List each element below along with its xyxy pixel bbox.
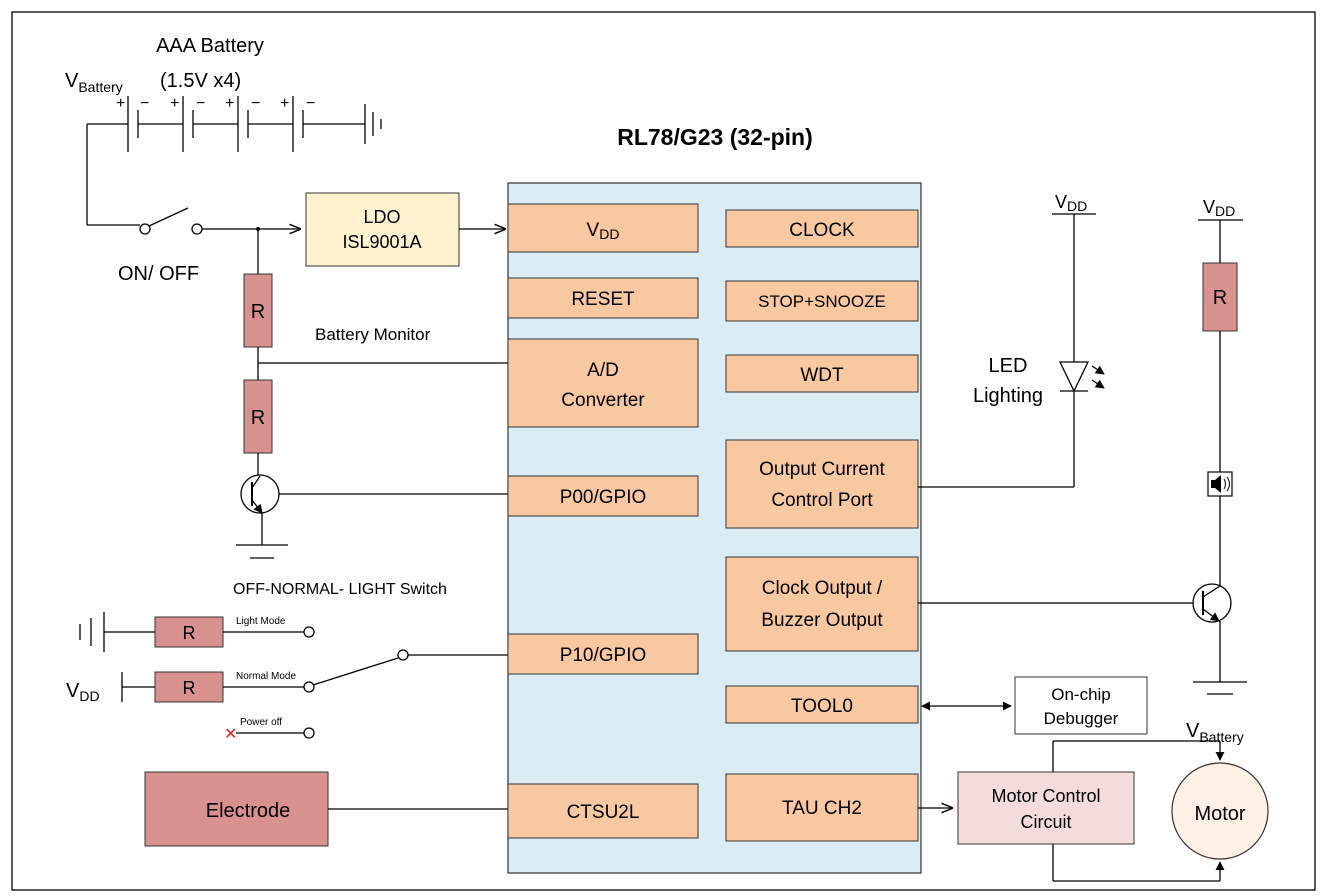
- block-output-current-control: [725, 439, 919, 529]
- block-reset: [507, 277, 699, 319]
- resistor-label: R: [251, 407, 265, 429]
- block-clock: [725, 209, 919, 248]
- block-ctsu-label: CTSU2L: [567, 802, 640, 823]
- block-vdd: [507, 203, 699, 253]
- battery-monitor-label: Battery Monitor: [315, 325, 431, 344]
- block-clock-buzzer-output: [725, 556, 919, 652]
- cell-minus: −: [251, 95, 260, 112]
- block-buzzer-label-1: Clock Output /: [762, 578, 883, 599]
- buzzer-vdd-label: VDD: [1203, 197, 1235, 219]
- ldo-label: LDO: [363, 207, 400, 227]
- led-vdd-label: VDD: [1055, 192, 1087, 214]
- mcu-chip: VDD RESET A/D Converter P00/GPIO P10/GPI…: [507, 182, 922, 874]
- block-p00-label: P00/GPIO: [560, 487, 647, 508]
- resistor-label: R: [251, 301, 265, 323]
- battery-pack: AAA Battery VBattery (1.5V x4): [65, 35, 382, 226]
- switch-label: ON/ OFF: [118, 263, 199, 285]
- block-stop-snooze: [725, 280, 919, 322]
- block-ad-converter: [507, 338, 699, 428]
- block-vdd-label: VDD: [587, 220, 620, 242]
- block-tau-ch2: [725, 773, 919, 842]
- electrode: Electrode: [144, 771, 508, 847]
- led-label-1: LED: [989, 355, 1028, 377]
- led-label-2: Lighting: [973, 385, 1043, 407]
- cell-minus: −: [140, 95, 149, 112]
- block-occ-label-2: Control Port: [771, 490, 873, 511]
- power-off-x-mark: ✕: [224, 726, 237, 743]
- block-buzzer-label-2: Buzzer Output: [761, 610, 883, 631]
- cell-plus: +: [116, 95, 125, 112]
- block-stop-label: STOP+SNOOZE: [758, 292, 886, 311]
- mode-switch-title: OFF-NORMAL- LIGHT Switch: [233, 581, 447, 598]
- normal-mode-label: Normal Mode: [236, 671, 296, 682]
- motor-control-label-2: Circuit: [1020, 812, 1071, 832]
- motor-control-circuit: [957, 771, 1135, 845]
- debugger-label-1: On-chip: [1051, 685, 1111, 704]
- debugger-label-2: Debugger: [1044, 709, 1119, 728]
- motor-label: Motor: [1194, 803, 1245, 825]
- block-ad-label-2: Converter: [561, 390, 645, 411]
- block-tau-label: TAU CH2: [782, 798, 862, 819]
- resistor-label: R: [183, 623, 196, 643]
- mode-switch: OFF-NORMAL- LIGHT Switch R Light Mode VD…: [66, 581, 508, 743]
- vdd-label: VDD: [66, 680, 100, 704]
- block-ad-label-1: A/D: [587, 360, 619, 381]
- cell-plus: +: [280, 95, 289, 112]
- block-reset-label: RESET: [571, 289, 635, 310]
- block-occ-label-1: Output Current: [759, 459, 885, 480]
- block-tool0: [725, 685, 919, 724]
- resistor-label: R: [183, 678, 196, 698]
- diagram-title: RL78/G23 (32-pin): [617, 124, 813, 150]
- power-off-label: Power off: [240, 717, 282, 728]
- motor-control-label-1: Motor Control: [991, 786, 1100, 806]
- cell-minus: −: [306, 95, 315, 112]
- block-wdt: [725, 354, 919, 393]
- cell-minus: −: [196, 95, 205, 112]
- buzzer-circuit: VDD R: [918, 197, 1247, 695]
- on-chip-debugger: On-chip Debugger: [921, 676, 1148, 735]
- light-mode-label: Light Mode: [236, 616, 286, 627]
- motor: [1171, 762, 1269, 860]
- battery-title: AAA Battery: [156, 35, 264, 57]
- motor-circuit: Motor Control Circuit VBattery Motor: [918, 720, 1269, 882]
- electrode-label: Electrode: [206, 800, 291, 822]
- power-switch: ON/ OFF: [118, 207, 300, 285]
- cell-plus: +: [225, 95, 234, 112]
- block-clock-label: CLOCK: [789, 220, 855, 241]
- ldo-regulator: LDO ISL9001A: [305, 192, 505, 267]
- block-p10-label: P10/GPIO: [560, 645, 647, 666]
- resistor-label: R: [1213, 287, 1227, 309]
- block-p00-gpio: [507, 475, 699, 517]
- battery-voltage-label: VBattery: [65, 70, 123, 95]
- ldo-part-number: ISL9001A: [342, 232, 421, 252]
- block-ctsu2l: [507, 783, 699, 839]
- led-circuit: VDD LED Lighting: [918, 192, 1105, 488]
- block-p10-gpio: [507, 633, 699, 675]
- block-tool0-label: TOOL0: [791, 696, 853, 717]
- outer-frame: [11, 11, 1316, 891]
- battery-divider: R R Battery Monitor: [236, 229, 508, 559]
- block-wdt-label: WDT: [800, 365, 844, 386]
- battery-spec: (1.5V x4): [160, 70, 241, 92]
- cell-plus: +: [170, 95, 179, 112]
